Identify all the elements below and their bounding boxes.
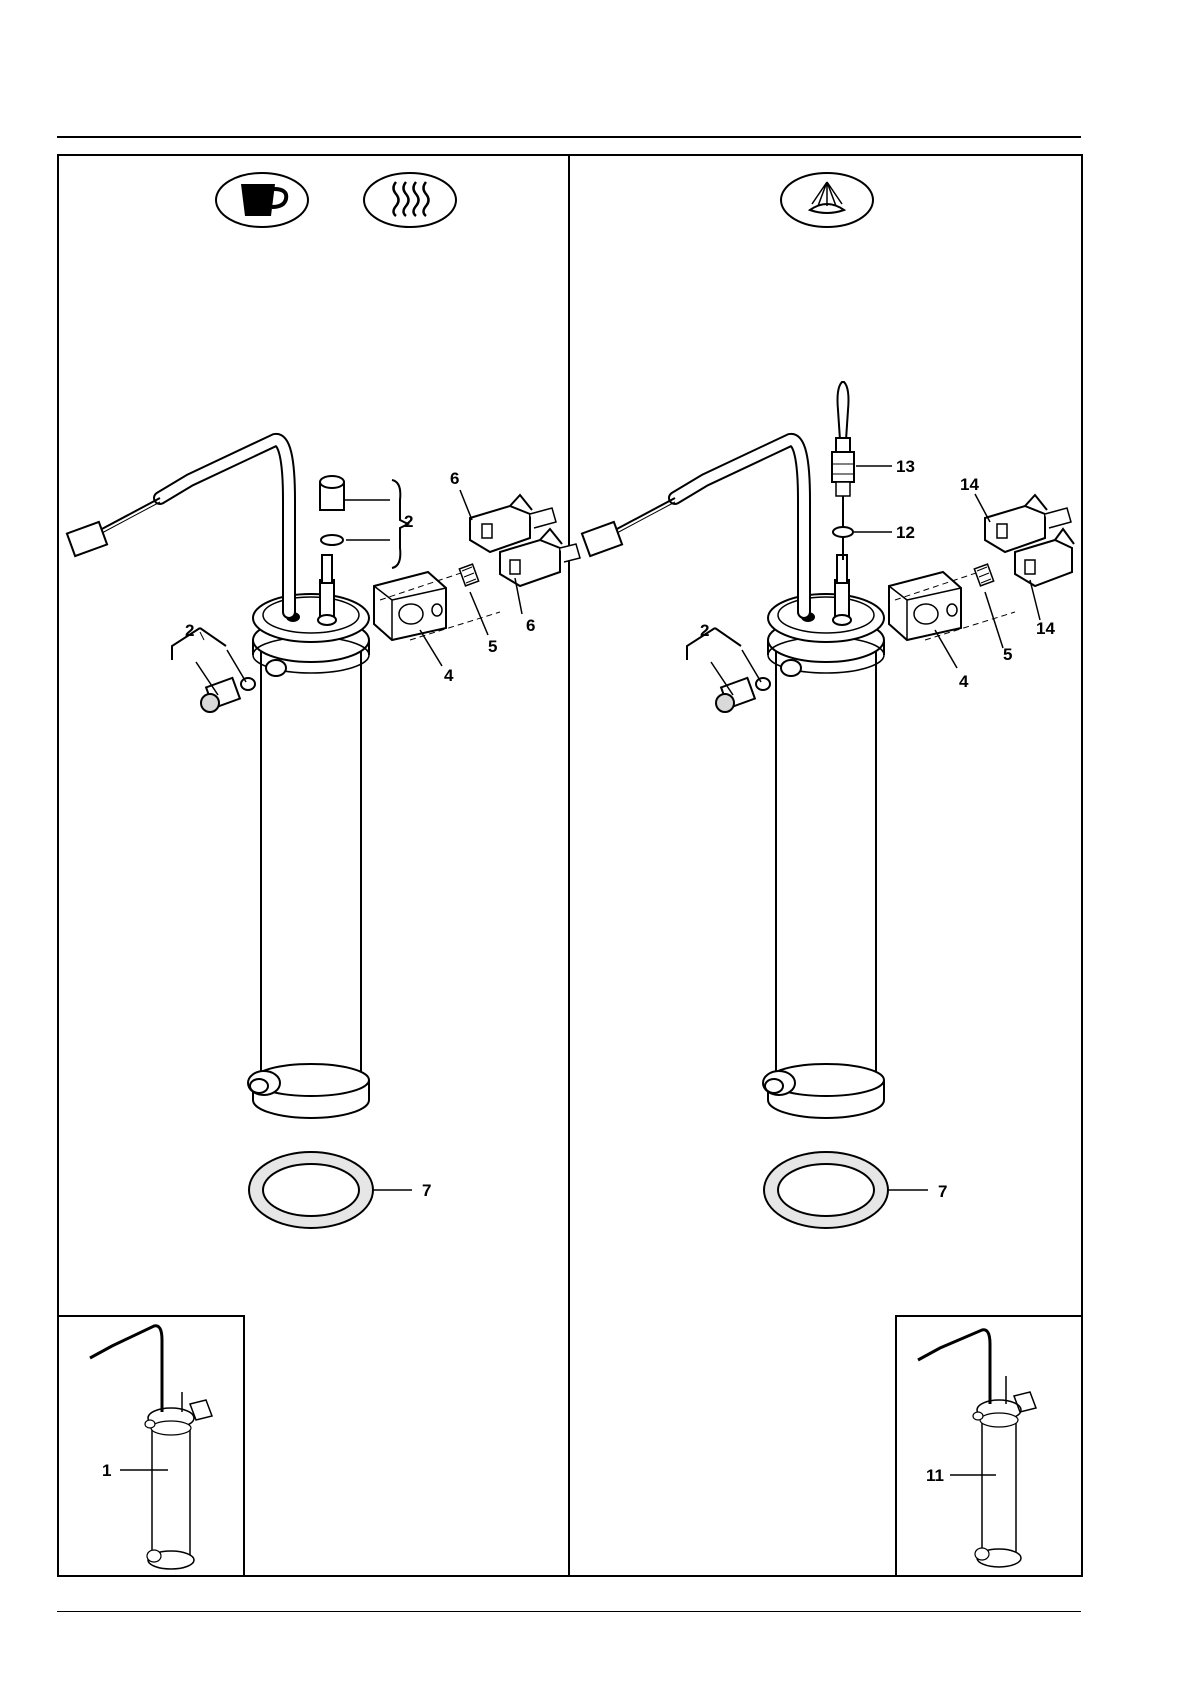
right-gasket [764,1152,888,1228]
right-inset-assembly [918,1330,1036,1567]
right-probe [832,382,854,560]
left-top-sensor [320,476,408,568]
left-inset-assembly [90,1326,212,1569]
callout-4: 4 [444,666,454,685]
callout-2-sensor: 2 [404,512,413,531]
callout-7-right: 7 [938,1182,947,1201]
steam-waves-icon [364,173,456,227]
callout-12: 12 [896,523,915,542]
callout-2-right-fitting: 2 [700,621,709,640]
callout-6-top: 6 [450,469,459,488]
callout-14-top: 14 [960,475,979,494]
callout-1: 1 [102,1461,111,1480]
steam-wand-nozzle-icon [781,173,873,227]
callout-14-bottom: 14 [1036,619,1055,638]
callout-6-bottom: 6 [526,616,535,635]
callout-13: 13 [896,457,915,476]
callout-4-right: 4 [959,672,969,691]
callout-11: 11 [926,1466,944,1485]
callout-5: 5 [488,637,497,656]
left-clip [374,572,446,640]
callout-2-fitting: 2 [185,621,194,640]
callout-5-right: 5 [1003,645,1012,664]
left-inset-frame [58,1316,244,1576]
right-clip [889,572,961,640]
left-thermostats [470,495,580,586]
left-screw [459,564,478,586]
right-thermostats [985,495,1074,586]
right-boiler [582,440,884,1118]
left-gasket [249,1152,373,1228]
right-screw [974,564,993,586]
coffee-cup-icon [216,173,308,227]
callout-7: 7 [422,1181,431,1200]
